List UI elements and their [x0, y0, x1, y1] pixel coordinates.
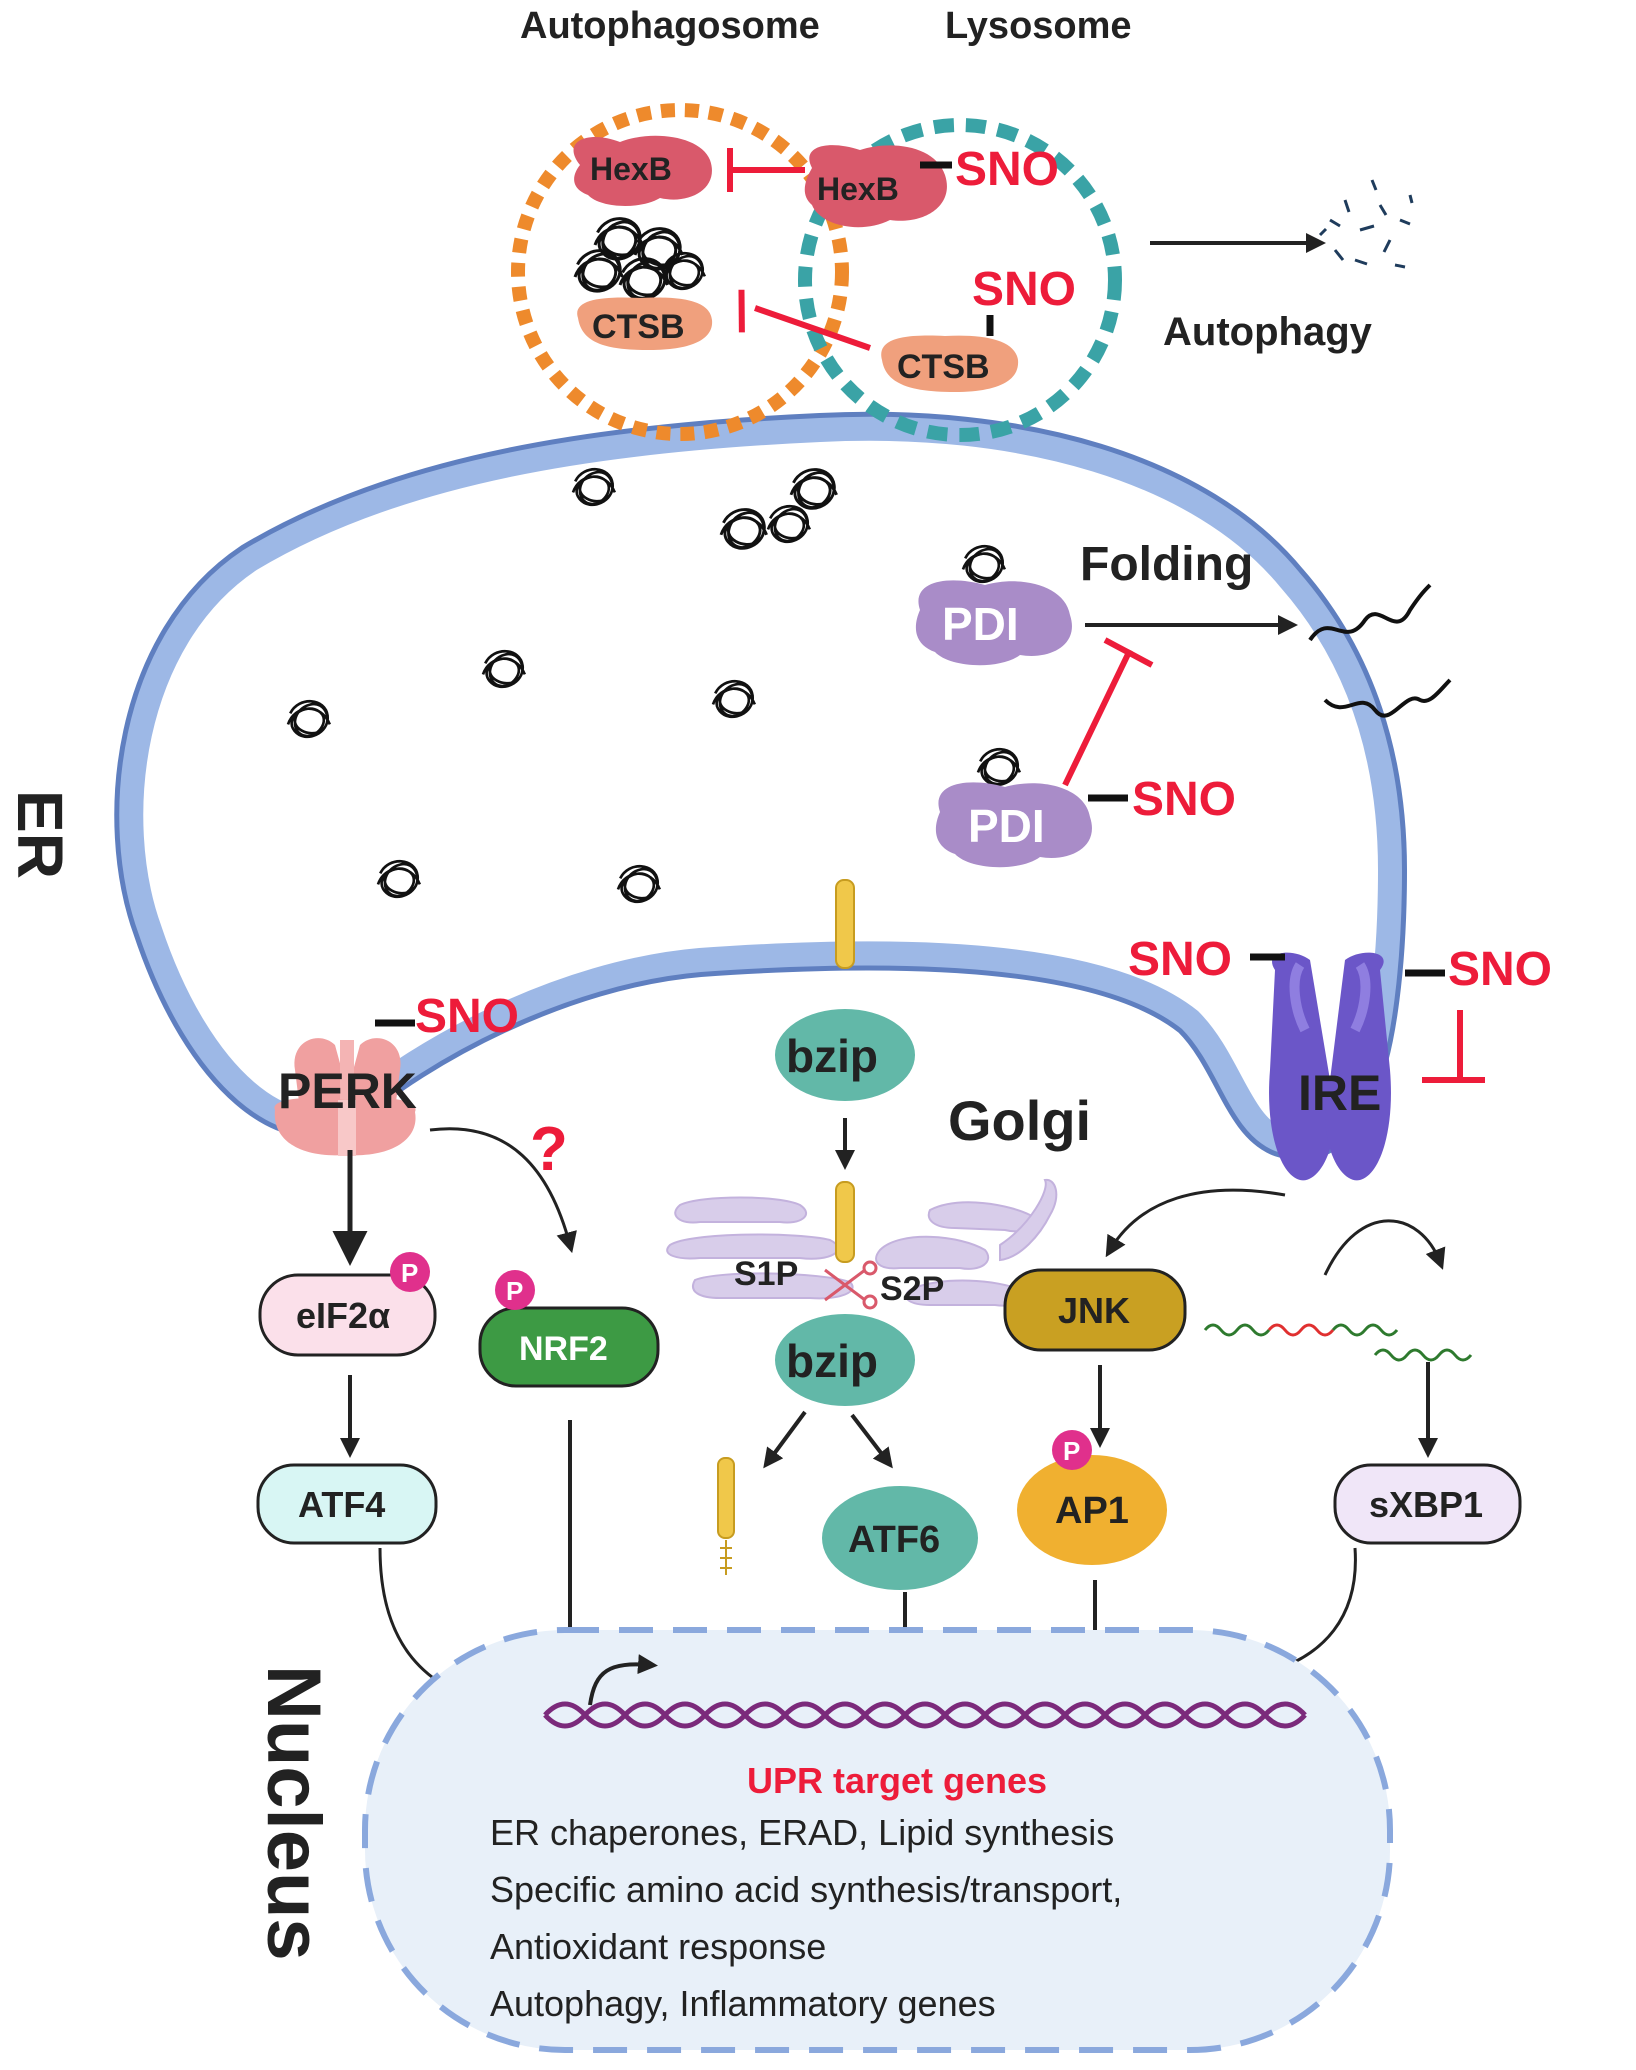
ap1-phospho: P	[1052, 1430, 1092, 1470]
folded-proteins	[1308, 583, 1452, 718]
pdi-label: PDI	[968, 800, 1045, 852]
nrf2-box: NRF2	[478, 1306, 660, 1388]
perk-to-nrf2-arrow	[429, 1127, 577, 1254]
sxbp1-label: sXBP1	[1369, 1484, 1483, 1525]
bzip-to-atf6-arrow	[850, 1413, 893, 1469]
scissors-icon	[824, 1260, 878, 1310]
atf6-label: ATF6	[848, 1519, 940, 1561]
bzip-cleaved: bzip	[775, 1314, 915, 1406]
svg-text:P: P	[506, 1276, 523, 1306]
hexb-label: HexB	[590, 151, 672, 187]
perk-sno: SNO	[415, 990, 519, 1043]
nrf2-phospho: P	[495, 1270, 535, 1310]
ctsb-label: CTSB	[897, 348, 990, 386]
bzip-label: bzip	[786, 1030, 878, 1082]
pdi-label: PDI	[942, 598, 1019, 650]
bzip-anchor-golgi	[835, 1181, 855, 1263]
ire-receptor	[1269, 952, 1391, 1181]
ire-sno-left: SNO	[1128, 933, 1232, 986]
nucleus-label: Nucleus	[251, 1665, 336, 1961]
hexb-label: HexB	[817, 171, 899, 207]
ctsb-autophagosome: CTSB	[577, 297, 713, 350]
atf4-box: ATF4	[256, 1463, 438, 1545]
lysosome-label: Lysosome	[945, 5, 1132, 47]
nucleus-text-line: Specific amino acid synthesis/transport,	[490, 1869, 1122, 1910]
eif2a-box: eIF2α	[258, 1273, 437, 1357]
hexb-autophagosome: HexB	[573, 135, 712, 206]
transcription-start-arrow	[588, 1654, 658, 1706]
eif2a-phospho: P	[390, 1252, 430, 1292]
pdi-sno-label: SNO	[1132, 773, 1236, 826]
ap1-label: AP1	[1055, 1490, 1129, 1532]
nrf2-label: NRF2	[519, 1330, 608, 1368]
ap1-box: AP1	[1017, 1455, 1167, 1565]
pdi-sno: PDI	[935, 747, 1092, 868]
jnk-box: JNK	[1003, 1268, 1187, 1352]
s2p-label: S2P	[880, 1270, 944, 1308]
er-label: ER	[4, 790, 76, 879]
pdi-native: PDI	[915, 544, 1072, 666]
autophagy-label: Autophagy	[1163, 310, 1373, 354]
ctsb-sno: SNO	[972, 263, 1076, 316]
perk-receptor	[274, 1038, 416, 1156]
dna-helix	[543, 1701, 1307, 1729]
sxbp1-box: sXBP1	[1333, 1463, 1522, 1545]
nucleus-text-line: ER chaperones, ERAD, Lipid synthesis	[490, 1812, 1114, 1853]
golgi-apparatus	[666, 1178, 1058, 1307]
folding-label: Folding	[1080, 538, 1253, 591]
atf4-label: ATF4	[298, 1484, 385, 1525]
er-membrane	[114, 411, 1408, 1161]
nucleus	[362, 1627, 1393, 2053]
degraded-fragments	[1318, 179, 1414, 269]
ctsb-label: CTSB	[592, 308, 685, 346]
ctsb-lysosome: CTSB	[881, 335, 1019, 392]
xbp1-mrna	[1203, 1323, 1473, 1362]
ire-inhibition	[1422, 1010, 1485, 1083]
ire-label: IRE	[1298, 1065, 1381, 1121]
golgi-label: Golgi	[948, 1089, 1091, 1152]
svg-text:P: P	[401, 1258, 418, 1288]
jnk-label: JNK	[1058, 1290, 1130, 1331]
autophagosome	[511, 103, 849, 441]
s1p-label: S1P	[734, 1255, 798, 1293]
hexb-inhibition	[727, 148, 805, 192]
bzip-to-anchor-arrow	[763, 1410, 807, 1469]
hexb-sno: SNO	[955, 143, 1059, 196]
nrf2-unknown-mark: ?	[530, 1115, 568, 1184]
perk-label: PERK	[278, 1063, 417, 1119]
bzip-precursor: bzip	[775, 1009, 915, 1101]
nucleus-text-line: Antioxidant response	[490, 1926, 826, 1967]
upr-target-genes-title: UPR target genes	[747, 1760, 1047, 1801]
ctsb-inhibition	[738, 289, 871, 351]
ire-sno-right: SNO	[1448, 943, 1552, 996]
ire-to-xbp1-arrow	[1323, 1219, 1446, 1276]
bzip-label: bzip	[786, 1335, 878, 1387]
ire-to-jnk-arrow	[1105, 1188, 1286, 1258]
nucleus-text-line: Autophagy, Inflammatory genes	[490, 1983, 996, 2024]
bzip-anchor-fragment	[717, 1457, 735, 1575]
svg-text:P: P	[1063, 1436, 1080, 1466]
autophagosome-label: Autophagosome	[520, 5, 820, 47]
protein-aggregate	[573, 217, 707, 301]
sxbp1-to-nucleus-arrow	[1267, 1547, 1357, 1676]
bzip-anchor-top	[835, 879, 855, 969]
eif2a-label: eIF2α	[296, 1295, 390, 1336]
hexb-lysosome: HexB	[804, 145, 947, 228]
atf6-box: ATF6	[822, 1486, 978, 1590]
pdi-inhibition	[1062, 637, 1154, 787]
lysosome	[798, 118, 1122, 442]
